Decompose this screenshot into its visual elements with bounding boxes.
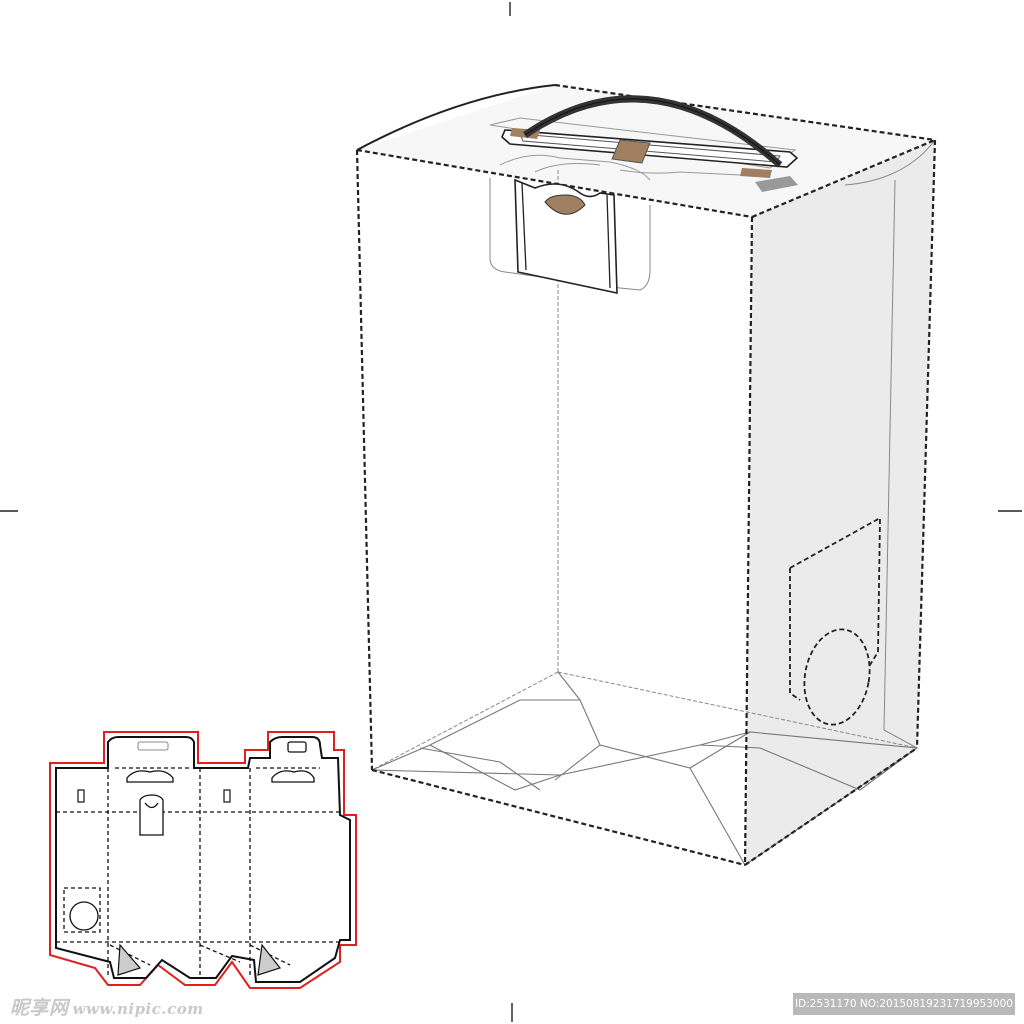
box-bottom-folds xyxy=(371,671,918,866)
box-side-face xyxy=(745,140,935,865)
hang-hole-icon xyxy=(126,741,315,783)
edge-bottom-front xyxy=(371,768,746,867)
edge-back-right xyxy=(915,139,937,749)
flat-dieline xyxy=(49,731,357,989)
side-window xyxy=(789,516,881,726)
front-hang-tab xyxy=(489,178,651,294)
edge-bottom-side xyxy=(744,747,918,866)
dieline-valve-hole xyxy=(69,901,99,931)
dieline-folds xyxy=(56,767,340,975)
dieline-lock-tab xyxy=(139,794,164,836)
watermark-site: www.nipic.com xyxy=(72,1000,204,1018)
dieline-window xyxy=(63,887,101,933)
edge-top-side xyxy=(751,138,936,219)
watermark-logo-text: 昵享网 xyxy=(10,997,69,1019)
box-hidden-edges xyxy=(371,170,918,771)
box-side-folds xyxy=(844,139,936,749)
box-3d-view xyxy=(355,83,937,867)
dieline-main-outline xyxy=(55,736,351,983)
side-gray-tab xyxy=(755,176,798,192)
edge-front-right xyxy=(743,216,754,866)
valve-hole-icon xyxy=(803,628,871,726)
edge-top-back-left xyxy=(356,84,556,151)
thumb-notch-icon xyxy=(544,194,586,215)
edge-front-left xyxy=(355,149,374,771)
tape-strip-icon xyxy=(611,139,651,164)
dieline-small-tabs xyxy=(77,789,282,976)
handle-end-right xyxy=(740,168,772,178)
watermark-id-label: ID:2531170 NO:20150819231719953000 xyxy=(793,993,1015,1015)
